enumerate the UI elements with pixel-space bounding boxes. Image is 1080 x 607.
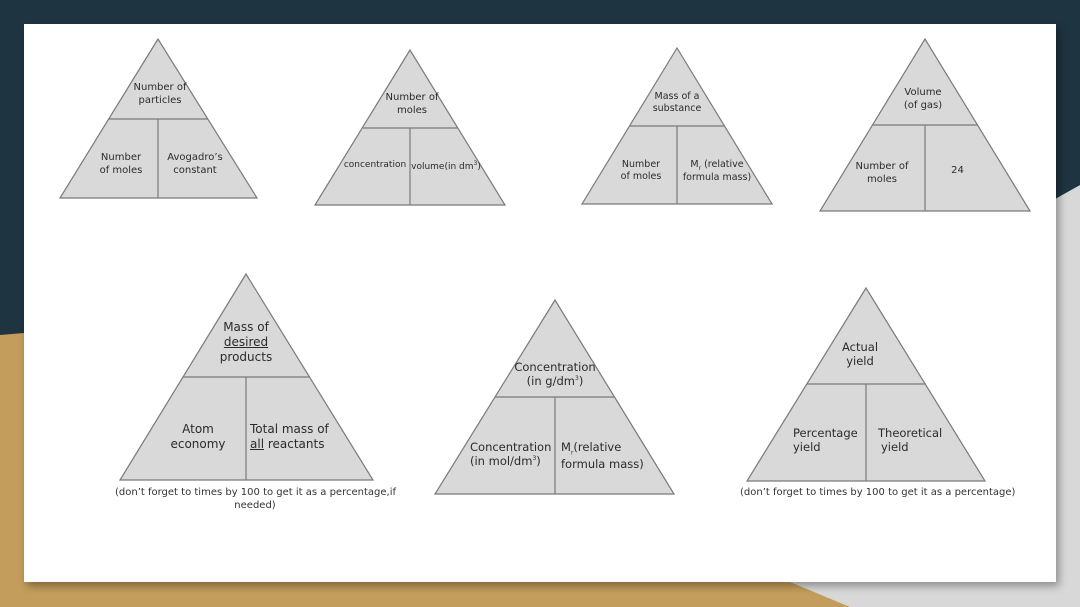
t6-top-end: ) [578,374,584,389]
t6-top-line2: (in g/dm [526,374,575,389]
t4-left-line2: moles [867,173,897,185]
t3-right-line2: formula mass) [682,172,752,184]
t6-left-line1: Concentration [470,440,552,454]
t7-note-line1: (don’t forget to times by 100 to get it … [740,487,1016,498]
t7-right-label: Theoretical yield [878,426,954,455]
t7-right-line1: Theoretical [878,426,943,440]
t5-right-line2: reactants [264,437,325,451]
t6-right-subscript: r [570,449,574,457]
t2-top-line1: Number of [385,92,439,103]
t6-top-line1: Concentration [514,360,596,374]
t5-note-line2: needed) [234,499,276,511]
t6-left-end: ) [536,454,541,469]
t7-left-label: Percentage yield [793,426,863,455]
t5-top-line3: products [219,350,273,364]
t6-top-label: Concentration (in g/dm3) [500,360,610,389]
t7-left-line2: yield [793,440,821,455]
t5-note-line1: (don’t forget to times by 100 to get it … [115,487,396,498]
t3-left-label: Number of moles [610,159,672,183]
triangle-gas-volume [818,37,1032,212]
t2-right-label: volume(in dm3) [410,160,482,173]
t5-left-line2: economy [170,437,226,451]
triangle-atom-economy [118,272,375,481]
t4-right-label: 24 [930,165,985,178]
t1-left-line2: of moles [99,164,143,176]
t5-right-line1: Total mass of [250,422,329,436]
t5-left-label: Atom economy [160,422,236,452]
t5-top-desired: desired [223,335,269,349]
t5-right-all: all [250,437,265,451]
t5-note: (don’t forget to times by 100 to get it … [115,487,396,512]
t3-right-label: Mr (relative formula mass) [679,159,755,184]
t4-right-line1: 24 [951,165,964,176]
t6-left-line2: (in mol/dm [470,454,533,469]
t5-right-label: Total mass of all reactants [250,422,334,452]
t2-right-text: volume(in dm [411,162,474,172]
triangle-moles-concentration [313,48,507,206]
t2-right-superscript: 3 [473,160,478,167]
t2-left-label: concentration [340,160,410,171]
t7-left-line1: Percentage [793,426,858,440]
t1-right-line1: Avogadro’s [167,152,223,163]
t6-right-line1: (relative [573,440,622,454]
t7-top-line1: Actual [841,340,879,354]
t3-left-line1: Number [621,159,661,170]
t4-left-line1: Number of [855,161,909,172]
t3-right-M: M [690,159,699,170]
t6-right-line2: formula mass) [561,456,644,471]
t2-left-line1: concentration [343,160,407,170]
triangle-concentration-conversion [433,298,676,495]
t1-right-label: Avogadro’s constant [160,152,230,177]
t4-left-label: Number of moles [845,161,919,186]
t3-right-subscript: r [698,164,702,172]
t6-left-label: Concentration (in mol/dm3) [470,440,554,469]
t7-note: (don’t forget to times by 100 to get it … [740,487,1015,500]
t6-top-superscript: 3 [574,375,579,383]
triangle-mass [580,46,774,205]
t7-right-line2: yield [881,440,909,455]
t1-top-label: Number of particles [110,82,210,107]
t3-top-line2: substance [652,102,702,114]
t7-top-line2: yield [846,354,874,369]
t1-left-label: Number of moles [90,152,152,177]
t4-top-line1: Volume [904,87,942,98]
t6-right-label: Mr(relative formula mass) [561,440,651,471]
t7-top-label: Actual yield [820,340,900,369]
t1-top-line2: particles [138,94,182,106]
t3-left-line2: of moles [620,170,662,182]
t2-right-end: ) [477,162,481,172]
triangle-particles [58,37,259,199]
t1-right-line2: constant [173,164,217,176]
t3-top-line1: Mass of a [654,91,700,102]
t5-top-label: Mass of desired products [196,320,296,365]
t6-right-M: M [561,440,571,454]
t1-top-line1: Number of [133,82,187,93]
t2-top-label: Number of moles [372,92,452,117]
t3-right-line1: (relative [701,159,744,170]
t6-left-superscript: 3 [532,455,537,463]
triangle-percentage-yield [745,286,987,482]
t4-top-label: Volume (of gas) [883,87,963,112]
t4-top-line2: (of gas) [903,99,943,111]
t5-left-line1: Atom [182,422,214,436]
t1-left-line1: Number [100,152,142,163]
t3-top-label: Mass of a substance [637,91,717,115]
t5-top-line1: Mass of [223,320,269,334]
t2-top-line2: moles [397,104,427,116]
